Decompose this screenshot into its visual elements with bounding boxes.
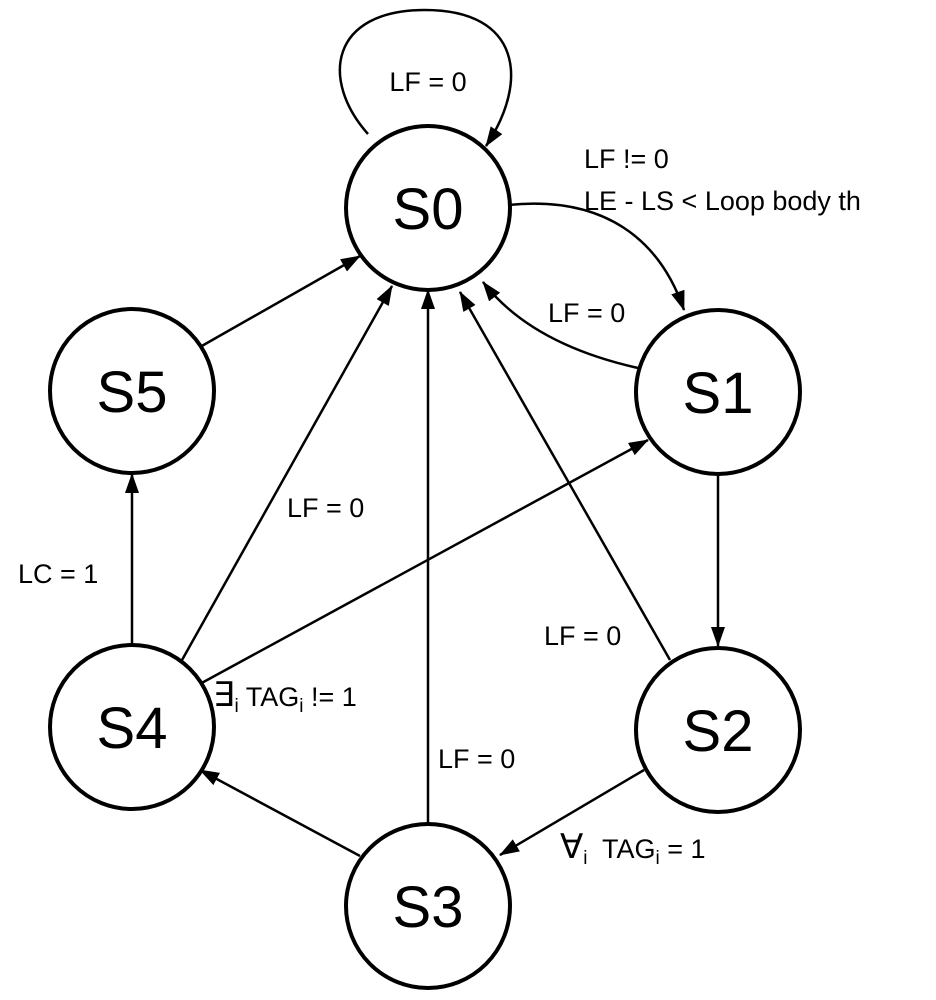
state-s0-label: S0: [393, 177, 464, 242]
edge-s1-to-s0: [482, 281, 639, 370]
edge-s2-to-s3: [499, 768, 645, 857]
label-s2-s0: LF = 0: [544, 621, 621, 651]
label-s2-s3: ∀i TAGi = 1: [560, 828, 706, 869]
label-s1-s0: LF = 0: [548, 298, 625, 328]
label-s0-s1-condition-1: LF != 0: [584, 144, 669, 174]
edge-s5-to-s0: [199, 254, 361, 349]
state-s1-label: S1: [683, 361, 754, 426]
state-s2: S2: [634, 646, 802, 814]
forall-symbol: ∀: [560, 828, 583, 866]
state-s5: S5: [48, 307, 216, 475]
label-s0-s1-condition-2: LE - LS < Loop body th: [584, 186, 861, 216]
label-s4-s1: ∃i TAGi != 1: [213, 676, 357, 717]
edge-s4-to-s1: [197, 438, 649, 687]
state-s1: S1: [634, 308, 802, 476]
state-s0: S0: [344, 124, 512, 292]
edge-s3-to-s4: [199, 768, 361, 858]
label-s4-s5: LC = 1: [18, 559, 98, 589]
label-s0-self: LF = 0: [389, 67, 466, 97]
state-s3: S3: [344, 822, 512, 990]
state-s2-label: S2: [683, 699, 754, 764]
label-s4-s0: LF = 0: [287, 493, 364, 523]
edge-s2-to-s0: [458, 291, 672, 661]
edge-s0-to-s1: [507, 202, 686, 311]
state-s5-label: S5: [97, 360, 168, 425]
state-s3-label: S3: [393, 875, 464, 940]
state-s4: S4: [48, 643, 216, 811]
edge-s0-self: [338, 8, 513, 147]
state-s4-label: S4: [97, 696, 168, 761]
edge-s4-to-s0: [180, 285, 394, 661]
label-s3-s0: LF = 0: [438, 744, 515, 774]
exists-symbol: ∃: [213, 676, 234, 714]
